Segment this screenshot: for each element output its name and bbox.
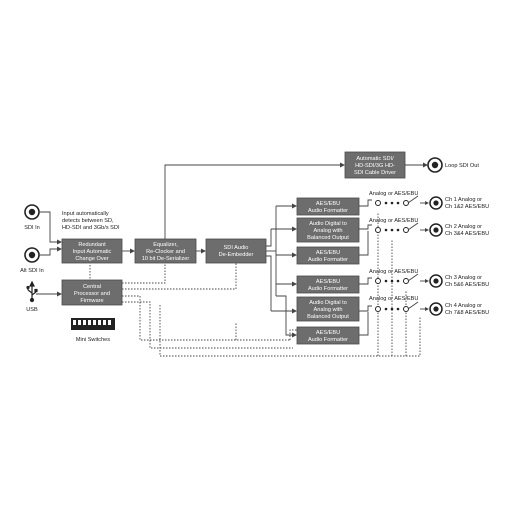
central-line-3: Firmware xyxy=(80,298,103,304)
aes-3-line-2: Audio Formatter xyxy=(308,286,348,292)
analog-2-line-2: Analog with xyxy=(314,307,343,313)
usb-label: USB xyxy=(26,307,38,313)
analog-or-aes-label-3: Analog or AES/EBU xyxy=(369,269,418,275)
input-note-line-1: Input automatically xyxy=(62,211,109,217)
ch1-line-2: Ch 1&2 AES/EBU xyxy=(445,204,489,210)
channel-2-output: Analog or AES/EBU Ch 2 Analog or Ch 3&4 … xyxy=(369,218,489,237)
equalizer-line-3: 10 bit De-Serializer xyxy=(142,256,190,262)
ch3-line-2: Ch 5&6 AES/EBU xyxy=(445,282,489,288)
analog-2-line-1: Audio Digital to xyxy=(309,300,347,306)
ch1-line-1: Ch 1 Analog or xyxy=(445,197,482,203)
aes-4-line-1: AES/EBU xyxy=(316,330,340,336)
aes-1-line-1: AES/EBU xyxy=(316,201,340,207)
usb-icon xyxy=(26,280,38,303)
aes-2-line-2: Audio Formatter xyxy=(308,257,348,263)
ch2-line-2: Ch 3&4 AES/EBU xyxy=(445,231,489,237)
aes-formatter-block-4: AES/EBU Audio Formatter xyxy=(296,326,360,345)
aes-4-line-2: Audio Formatter xyxy=(308,337,348,343)
cable-driver-line-1: Automatic SDI/ xyxy=(356,156,394,162)
analog-or-aes-label-4: Analog or AES/EBU xyxy=(369,296,418,302)
mini-switches-label: Mini Switches xyxy=(76,337,110,343)
redundant-input-block: Redundant Input Automatic Change Over xyxy=(61,238,123,264)
ch4-line-2: Ch 7&8 AES/EBU xyxy=(445,310,489,316)
aes-formatter-block-3: AES/EBU Audio Formatter xyxy=(296,275,360,294)
loop-sdi-out-connector-icon xyxy=(427,157,443,173)
control-lines xyxy=(89,212,421,357)
loop-sdi-out-label: Loop SDI Out xyxy=(445,163,479,169)
aes-formatter-block-2: AES/EBU Audio Formatter xyxy=(296,246,360,265)
redundant-line-2: Input Automatic xyxy=(73,249,112,255)
aes-1-line-2: Audio Formatter xyxy=(308,208,348,214)
analog-1-line-2: Analog with xyxy=(314,228,343,234)
equalizer-block: Equalizer, Re-Clocker and 10 bit De-Seri… xyxy=(134,238,197,264)
analog-1-line-1: Audio Digital to xyxy=(309,221,347,227)
deembedder-line-1: SDI Audio xyxy=(224,245,249,251)
channel-1-output: Analog or AES/EBU Ch 1 Analog or Ch 1&2 … xyxy=(369,191,489,210)
redundant-line-3: Change Over xyxy=(75,256,108,262)
central-line-1: Central xyxy=(83,284,101,290)
analog-block-1: Audio Digital to Analog with Balanced Ou… xyxy=(296,217,360,243)
analog-or-aes-label-2: Analog or AES/EBU xyxy=(369,218,418,224)
equalizer-line-1: Equalizer, xyxy=(153,242,178,248)
ch3-line-1: Ch 3 Analog or xyxy=(445,275,482,281)
cable-driver-line-2: HD-SDI/3G HD- xyxy=(355,163,395,169)
deembedder-block: SDI Audio De-Embedder xyxy=(205,238,267,264)
alt-sdi-in-connector-icon xyxy=(24,247,40,263)
redundant-line-1: Redundant xyxy=(78,242,106,248)
input-note-line-3: HD-SDI and 3Gb/s SDI xyxy=(62,225,120,231)
analog-1-line-3: Balanced Output xyxy=(307,235,349,241)
aes-2-line-1: AES/EBU xyxy=(316,250,340,256)
aes-3-line-1: AES/EBU xyxy=(316,279,340,285)
cable-driver-block: Automatic SDI/ HD-SDI/3G HD- SDI Cable D… xyxy=(344,151,406,179)
analog-2-line-3: Balanced Output xyxy=(307,314,349,320)
cable-driver-line-3: SDI Cable Driver xyxy=(354,170,396,176)
equalizer-line-2: Re-Clocker and xyxy=(146,249,185,255)
alt-sdi-in-label: Alt SDI In xyxy=(20,268,44,274)
channel-4-output: Analog or AES/EBU Ch 4 Analog or Ch 7&8 … xyxy=(369,296,489,316)
signal-wires xyxy=(36,162,428,338)
mini-switches-icon xyxy=(71,318,115,330)
central-processor-block: Central Processor and Firmware xyxy=(61,279,123,306)
channel-3-output: Analog or AES/EBU Ch 3 Analog or Ch 5&6 … xyxy=(369,269,489,288)
analog-or-aes-label-1: Analog or AES/EBU xyxy=(369,191,418,197)
analog-block-2: Audio Digital to Analog with Balanced Ou… xyxy=(296,296,360,322)
sdi-in-connector-icon xyxy=(24,204,40,220)
aes-formatter-block-1: AES/EBU Audio Formatter xyxy=(296,197,360,216)
sdi-in-label: SDI In xyxy=(24,225,40,231)
ch4-line-1: Ch 4 Analog or xyxy=(445,303,482,309)
ch2-line-1: Ch 2 Analog or xyxy=(445,224,482,230)
input-note-line-2: detects between SD, xyxy=(62,218,114,224)
central-line-2: Processor and xyxy=(74,291,110,297)
deembedder-line-2: De-Embedder xyxy=(219,252,254,258)
